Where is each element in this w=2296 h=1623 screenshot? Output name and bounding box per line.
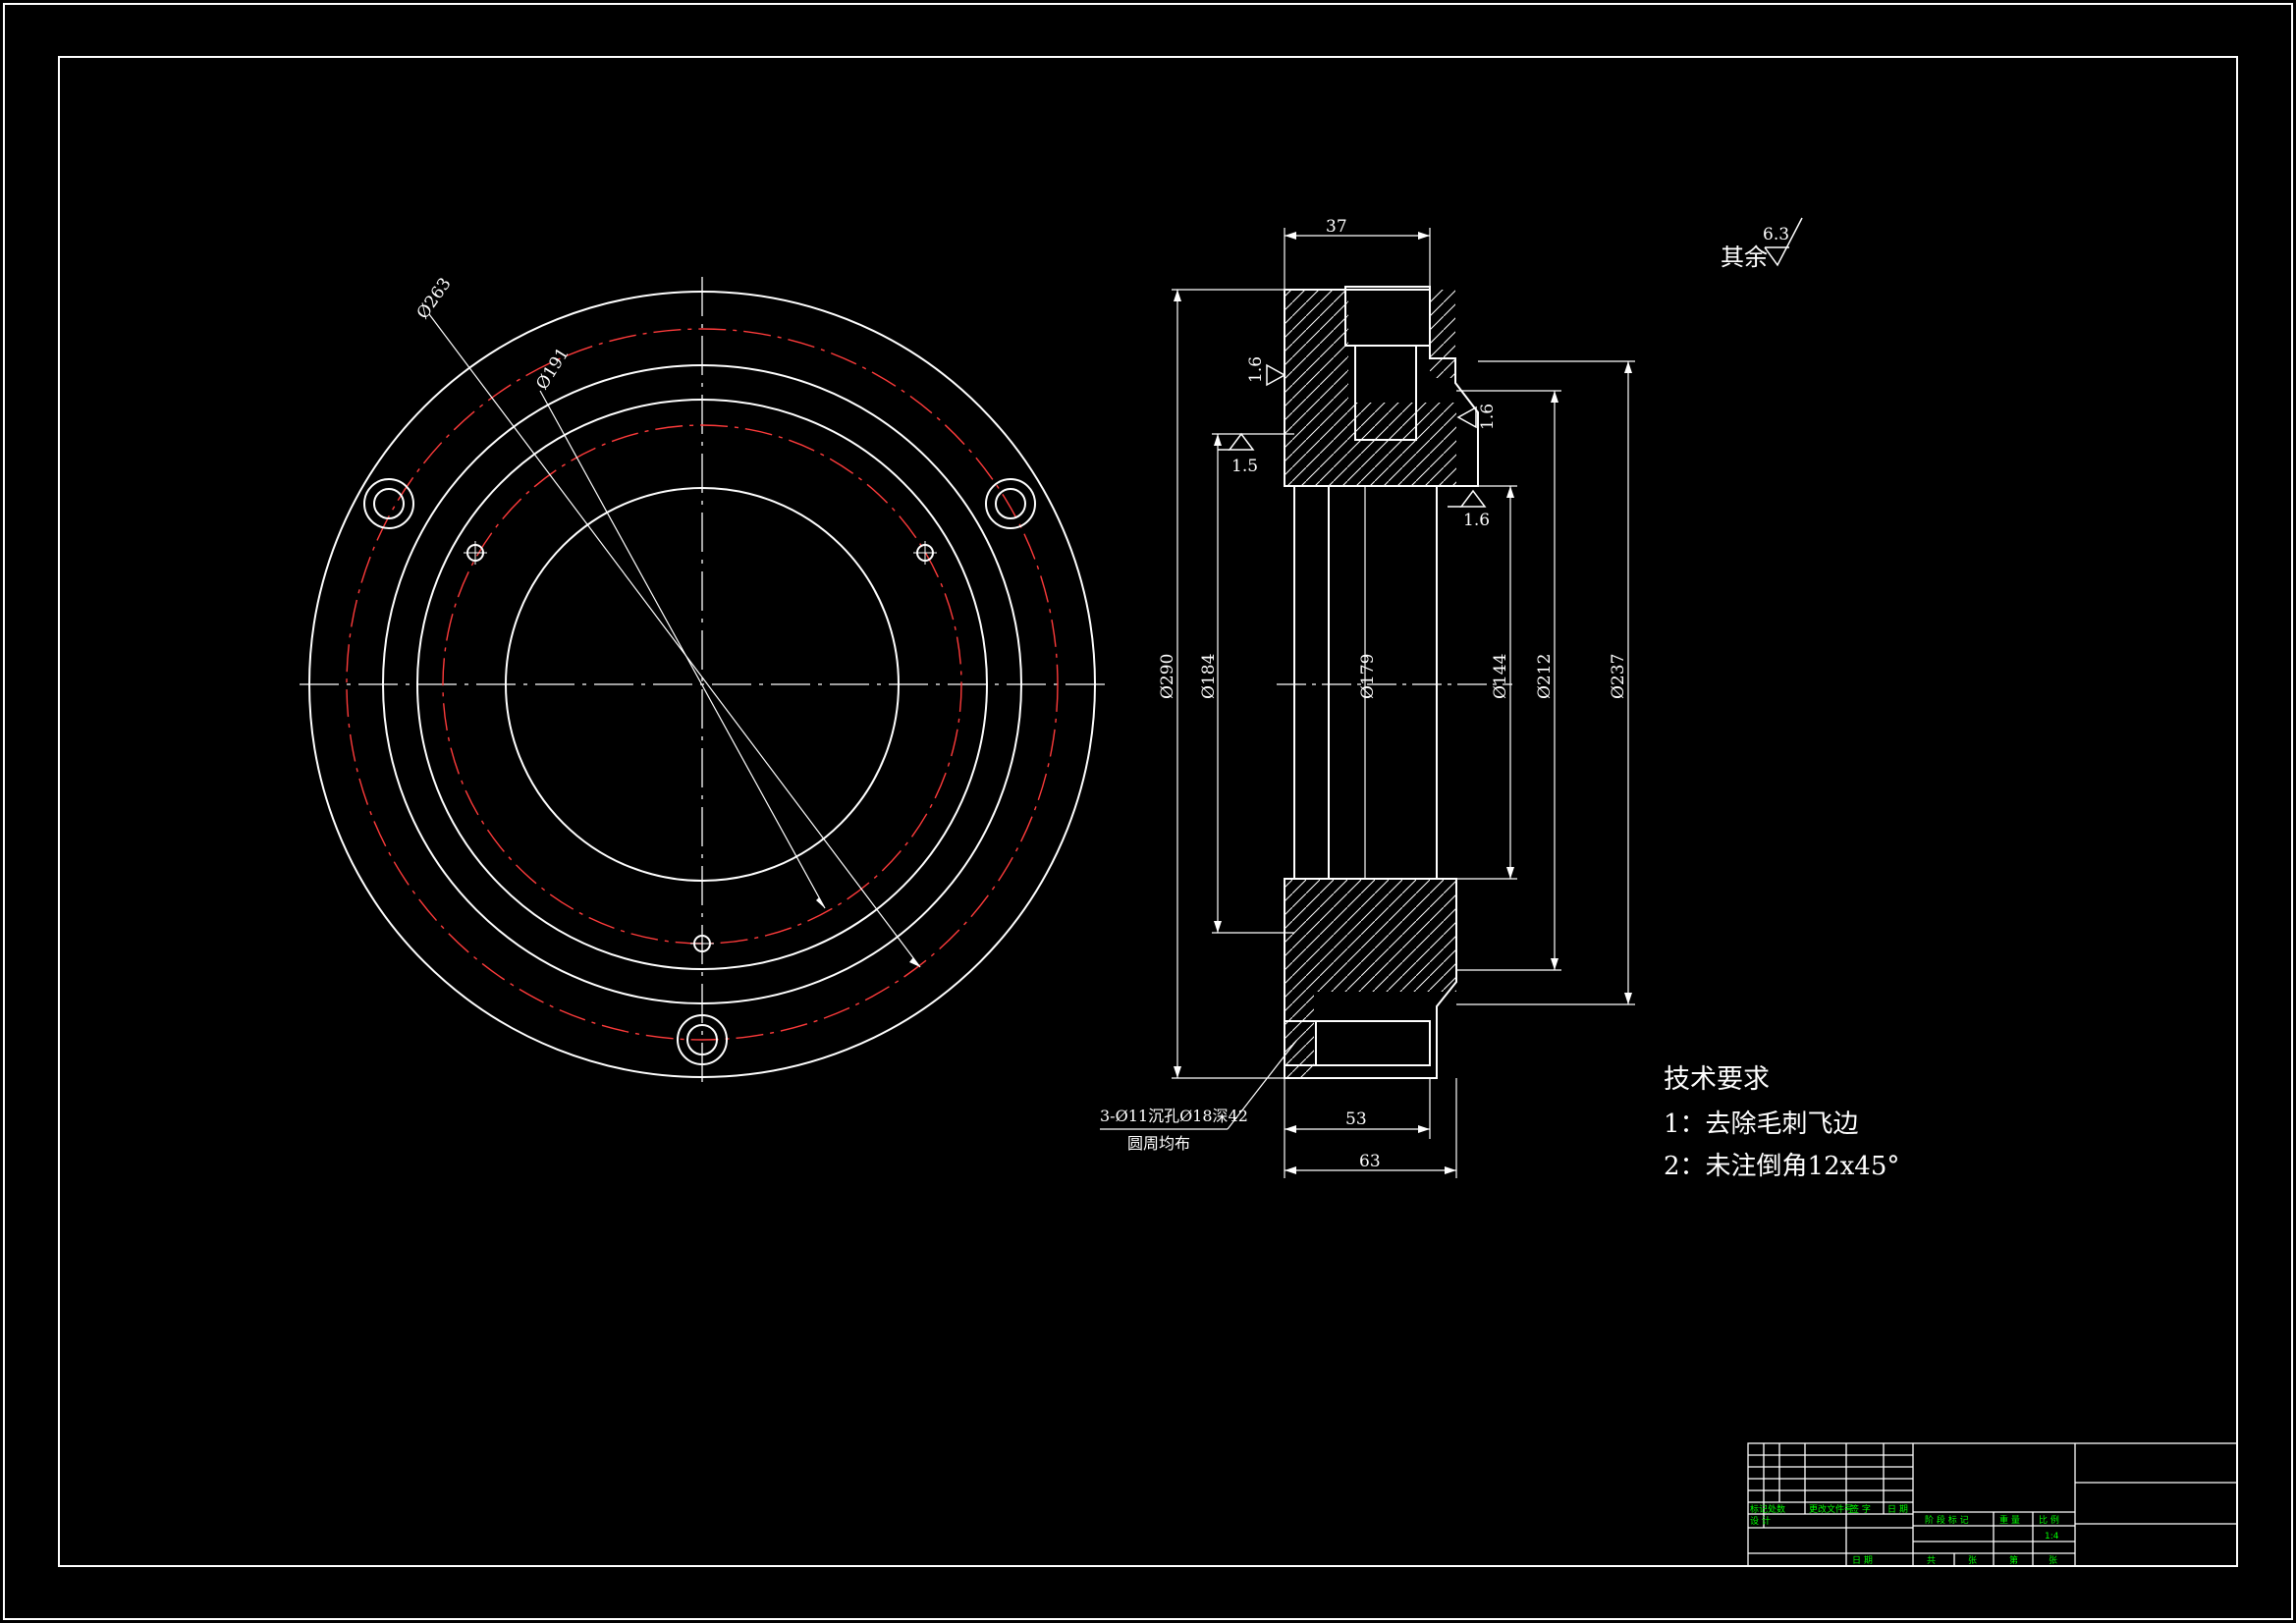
tb-scale-value: 1:4 — [2045, 1532, 2059, 1542]
tb-sheet-no: 第 — [2009, 1554, 2018, 1566]
tech-req-item-1: 1：去除毛刺飞边 — [1664, 1109, 1859, 1139]
counterbore-hole-bottom — [677, 1014, 728, 1065]
roughness-symbols — [1218, 363, 1487, 508]
boss-circle — [416, 399, 988, 970]
tb-sheet-unit2: 张 — [2049, 1555, 2057, 1566]
surface-finish-symbol — [1764, 217, 1803, 267]
tb-label-weight: 重 量 — [1999, 1514, 2020, 1526]
pcd-outer-circle — [346, 328, 1059, 1041]
bottom-hole — [1315, 1020, 1431, 1066]
roughness-right-top: 1.6 — [1478, 404, 1498, 430]
front-view — [300, 277, 1105, 1090]
tb-label-date-bottom: 日 期 — [1852, 1555, 1873, 1566]
hole-note-line2: 圆周均布 — [1127, 1134, 1190, 1153]
section-view — [1277, 286, 1512, 1079]
small-hole-bottom — [690, 932, 714, 955]
outer-border — [3, 3, 2293, 1620]
dim-d237: Ø237 — [1609, 654, 1628, 699]
tb-label-stage: 阶 段 标 记 — [1925, 1514, 1969, 1526]
small-hole-left — [464, 541, 487, 565]
dim-top-width: 37 — [1326, 217, 1347, 237]
dim-d184: Ø184 — [1199, 654, 1219, 699]
counterbore-top — [1344, 286, 1431, 347]
surface-finish-prefix: 其余 — [1721, 243, 1768, 271]
roughness-right-mid: 1.6 — [1463, 511, 1490, 530]
tb-label-count: 处数 — [1768, 1503, 1785, 1515]
flange-circle — [382, 364, 1022, 1004]
dim-d290: Ø290 — [1158, 654, 1177, 699]
roughness-left-mid: 1.5 — [1231, 457, 1258, 476]
drawing-frame — [58, 56, 2238, 1567]
dim-line-inner-pcd — [539, 390, 826, 909]
title-block-labels: 标记 处数 更改文件号 签 字 日 期 设 计 阶 段 标 记 重 量 比 例 … — [1750, 1503, 2059, 1566]
dim-line-outer-pcd — [428, 313, 921, 968]
counterbore-hole-right — [985, 478, 1036, 529]
tb-label-change-doc: 更改文件号 — [1809, 1503, 1853, 1515]
small-hole-right — [913, 541, 937, 565]
bore-circle — [505, 487, 900, 882]
tb-sheet-unit1: 张 — [1968, 1555, 1977, 1566]
tech-req-item-2: 2：未注倒角12x45° — [1664, 1152, 1899, 1181]
hole-top — [1354, 345, 1417, 441]
outer-circle — [308, 291, 1096, 1078]
tech-req-title: 技术要求 — [1664, 1064, 1770, 1095]
section-hatching — [1285, 290, 1456, 1078]
dim-bottom-63: 63 — [1359, 1152, 1381, 1171]
title-block — [1747, 1442, 2238, 1567]
hole-note-line1: 3-Ø11沉孔Ø18深42 — [1100, 1107, 1248, 1125]
dim-bottom-53: 53 — [1345, 1109, 1367, 1129]
tb-sheet-total: 共 — [1927, 1555, 1936, 1566]
surface-finish-value: 6.3 — [1763, 225, 1789, 244]
tb-label-date: 日 期 — [1887, 1504, 1908, 1515]
tb-label-design: 设 计 — [1750, 1515, 1771, 1527]
dim-d212: Ø212 — [1535, 654, 1555, 699]
section-face-left — [1293, 485, 1330, 880]
dim-d144: Ø144 — [1491, 654, 1510, 699]
roughness-left-top: 1.6 — [1246, 356, 1266, 383]
tb-label-scale: 比 例 — [2039, 1514, 2059, 1526]
section-bore — [1328, 485, 1438, 880]
section-dimensions — [1100, 228, 1635, 1178]
tb-label-mark: 标记 — [1750, 1503, 1768, 1515]
dim-d179: Ø179 — [1358, 654, 1378, 699]
dim-arrows — [1174, 232, 1632, 1174]
tb-label-signature: 签 字 — [1850, 1503, 1871, 1515]
dim-pcd-outer: Ø263 — [413, 274, 456, 322]
counterbore-hole-left — [363, 478, 414, 529]
